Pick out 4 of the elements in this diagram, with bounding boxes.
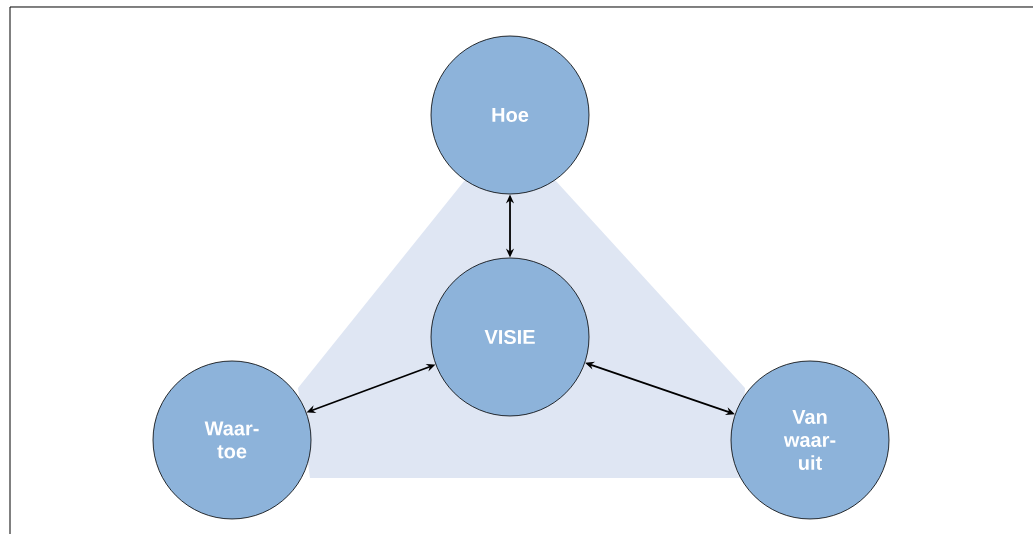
- circle-node: Hoe: [430, 35, 590, 195]
- circle-node: Van waar- uit: [730, 360, 890, 520]
- circle-node: Waar- toe: [152, 360, 312, 520]
- circle-node: VISIE: [430, 257, 590, 417]
